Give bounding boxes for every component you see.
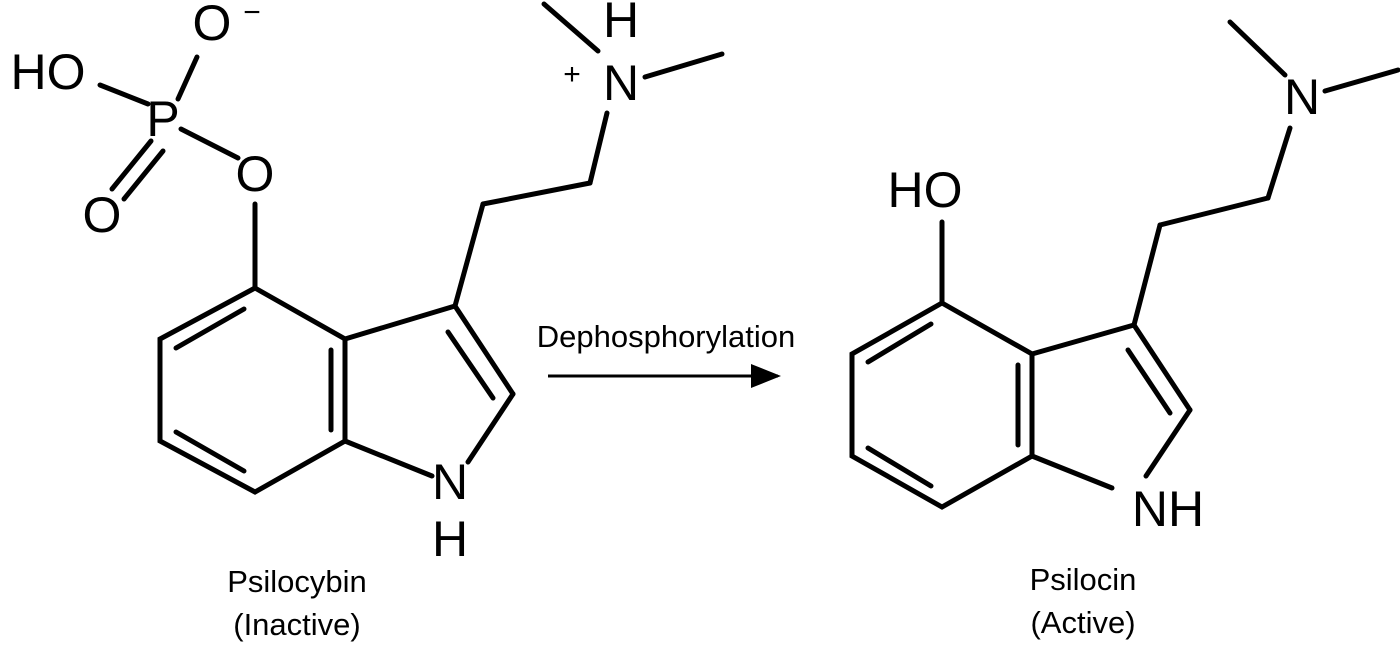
psilocybin-chain-3: [587, 110, 610, 186]
psilocin-nh-label: NH: [1132, 481, 1204, 537]
reaction-arrow-label: Dephosphorylation: [537, 319, 796, 354]
psilocybin-benzene-double-2: [173, 429, 247, 474]
psilocybin-n-methyl-up: [541, 1, 601, 54]
psilocybin-status: (Inactive): [233, 607, 360, 642]
psilocybin-nh-h-label: H: [432, 511, 468, 567]
psilocybin-structure: HO O − P O O H + N N H Psilocybin (Inact…: [11, 0, 725, 642]
psilocin-c3-c2-double: [1125, 347, 1173, 416]
psilocybin-ho-label: HO: [11, 44, 86, 100]
psilocybin-c2-n1-bond: [465, 391, 516, 465]
psilocybin-chain-2: [480, 180, 593, 207]
psilocin-chain-3: [1265, 125, 1293, 201]
psilocybin-p-o-double-b: [121, 148, 166, 202]
psilocin-c2-n1-bond: [1143, 407, 1193, 479]
psilocybin-o-minus-label: O: [193, 0, 232, 51]
psilocin-status: (Active): [1030, 605, 1135, 640]
psilocybin-p-oh-bond: [97, 82, 151, 107]
psilocin-chain-2: [1157, 195, 1271, 228]
reaction-arrow-group: Dephosphorylation: [537, 319, 796, 388]
psilocybin-o-ester-label: O: [236, 146, 275, 202]
psilocin-n-label: N: [1284, 69, 1320, 125]
psilocybin-benzene-ring: [157, 285, 348, 495]
psilocybin-benzene-double-1: [173, 306, 247, 351]
psilocybin-n-charge: +: [563, 58, 581, 91]
psilocybin-o-double-label: O: [83, 187, 122, 243]
psilocybin-n1-c7a-bond: [342, 438, 435, 479]
psilocybin-c3-c2-bond: [452, 303, 516, 397]
psilocin-ho-label: HO: [888, 162, 963, 218]
psilocybin-p-ominus-bond: [175, 54, 200, 102]
psilocybin-p-o-double-a: [109, 138, 154, 192]
psilocybin-c3-c2-double: [445, 329, 496, 401]
psilocin-name: Psilocin: [1030, 562, 1137, 597]
psilocybin-o-p-bond: [178, 126, 241, 161]
psilocybin-c3a-c3-bond: [342, 303, 458, 342]
psilocybin-chain-1: [452, 201, 486, 309]
psilocybin-n-methyl-right: [642, 51, 725, 80]
psilocin-c3a-c3-bond: [1029, 322, 1137, 357]
psilocin-structure: HO N NH Psilocin (Active): [849, 19, 1400, 640]
psilocybin-n-h-label: H: [603, 0, 639, 48]
psilocybin-p-label: P: [146, 91, 179, 147]
psilocin-benzene-ring: [849, 300, 1035, 510]
psilocin-benzene-double-1: [865, 321, 934, 365]
psilocin-n-methyl-left: [1227, 19, 1288, 78]
psilocin-chain-1: [1131, 222, 1163, 328]
psilocin-n-methyl-right: [1322, 67, 1400, 94]
psilocin-c3-c2-bond: [1131, 322, 1193, 413]
psilocybin-n-label: N: [603, 55, 639, 111]
psilocybin-name: Psilocybin: [227, 564, 367, 599]
psilocin-n1-c7a-bond: [1029, 453, 1115, 491]
psilocin-benzene-double-2: [865, 445, 934, 489]
psilocybin-o-minus-charge: −: [243, 0, 261, 29]
psilocybin-nh-n-label: N: [432, 454, 468, 510]
